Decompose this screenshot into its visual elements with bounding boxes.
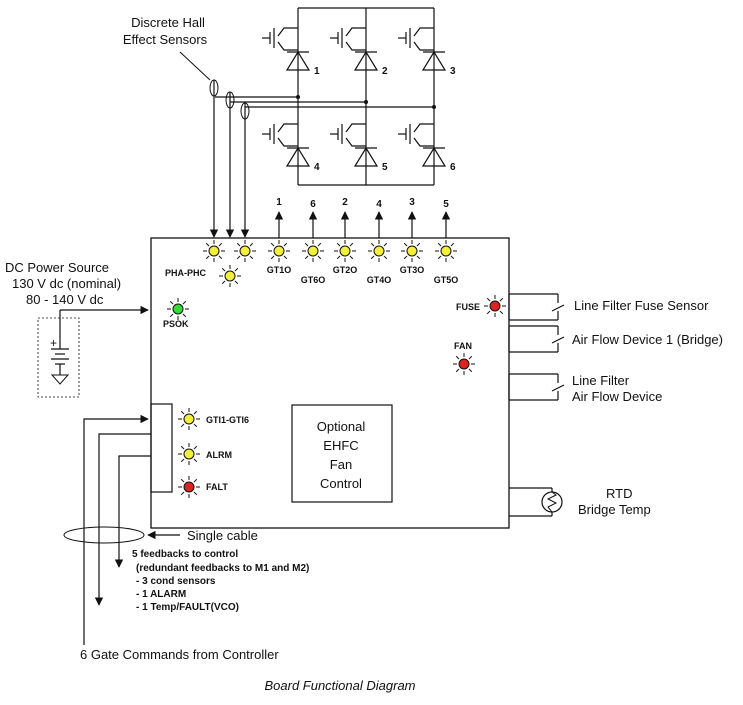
feedbacks-line3: - 3 cond sensors — [136, 576, 216, 587]
igbt-switch-5-icon: 5 — [330, 123, 388, 173]
led-fuse-icon — [484, 295, 506, 317]
psok-label: PSOK — [163, 319, 189, 329]
feedbacks-line4: - 1 ALARM — [136, 589, 186, 600]
battery-icon: + — [50, 305, 149, 385]
dc-source-line1: DC Power Source — [5, 260, 109, 275]
alrm-label: ALRM — [206, 450, 232, 460]
igbt-switches: 1 2 3 4 5 6 — [262, 27, 456, 173]
hall-leds — [203, 240, 256, 287]
inverter-bridge — [215, 7, 436, 186]
feedbacks-line1: 5 feedbacks to control — [132, 549, 238, 560]
controller-connector — [150, 403, 173, 493]
switch-number: 1 — [314, 66, 320, 77]
rtd-label-1: RTD — [606, 486, 632, 501]
igbt-switch-2-icon: 2 — [330, 27, 388, 77]
feedbacks-line2: (redundant feedbacks to M1 and M2) — [136, 563, 309, 574]
gate-commands-label: 6 Gate Commands from Controller — [80, 647, 279, 662]
led-hall-b-icon — [219, 265, 241, 287]
falt-label: FALT — [206, 482, 228, 492]
led-falt-icon — [178, 476, 200, 498]
led-label-gt6o: GT6O — [301, 275, 326, 285]
led-gt6o-icon — [302, 240, 324, 262]
gate-output-number: 3 — [409, 197, 415, 208]
gate-output-number: 1 — [276, 197, 282, 208]
airflow1-label: Air Flow Device 1 (Bridge) — [572, 332, 723, 347]
led-label-gt2o: GT2O — [333, 265, 358, 275]
dc-source-line2: 130 V dc (nominal) — [12, 276, 121, 291]
hall-label-leader — [179, 51, 211, 81]
igbt-switch-1-icon: 1 — [262, 27, 320, 77]
switch-number: 4 — [314, 162, 320, 173]
igbt-switch-3-icon: 3 — [398, 27, 456, 77]
airflow2-label-1: Line Filter — [572, 373, 630, 388]
right-sensors — [508, 293, 565, 517]
igbt-switch-4-icon: 4 — [262, 123, 320, 173]
led-gt5o-icon — [435, 240, 457, 262]
feedbacks-line5: - 1 Temp/FAULT(VCO) — [136, 602, 239, 613]
fuse-sensor-label: Line Filter Fuse Sensor — [574, 298, 709, 313]
switch-number: 6 — [450, 162, 456, 173]
hall-sensors-label-line2: Effect Sensors — [123, 32, 208, 47]
optional-label-1: Optional — [317, 419, 366, 434]
gate-output-number: 4 — [376, 199, 382, 210]
hall-sensors — [209, 79, 250, 238]
gate-output-number: 2 — [342, 197, 348, 208]
diagram-caption: Board Functional Diagram — [264, 678, 415, 693]
gate-output-number: 6 — [310, 199, 316, 210]
optional-ehfc-box — [291, 404, 393, 503]
top-led-row: GT1O GT6O GT2O GT4O GT3O GT5O — [267, 240, 459, 285]
igbt-switch-6-icon: 6 — [398, 123, 456, 173]
dc-source-box — [37, 317, 80, 398]
led-psok-icon — [167, 298, 189, 320]
gti-label: GTI1-GTI6 — [206, 415, 249, 425]
optional-label-2: EHFC — [323, 438, 358, 453]
led-hall-c-icon — [234, 240, 256, 262]
optional-label-4: Control — [320, 476, 362, 491]
led-gt4o-icon — [368, 240, 390, 262]
led-label-gt3o: GT3O — [400, 265, 425, 275]
led-fan-icon — [453, 353, 475, 375]
pha-phc-label: PHA-PHC — [165, 268, 207, 278]
fuse-label: FUSE — [456, 302, 480, 312]
fan-label: FAN — [454, 341, 472, 351]
dc-source-line3: 80 - 140 V dc — [26, 292, 104, 307]
gate-outputs: 1 6 2 4 3 5 — [274, 197, 451, 238]
led-alrm-icon — [178, 443, 200, 465]
switch-number: 5 — [382, 162, 388, 173]
airflow2-label-2: Air Flow Device — [572, 389, 662, 404]
led-label-gt1o: GT1O — [267, 265, 292, 275]
rtd-label-2: Bridge Temp — [578, 502, 651, 517]
svg-text:+: + — [50, 336, 57, 350]
optional-label-3: Fan — [330, 457, 352, 472]
led-label-gt4o: GT4O — [367, 275, 392, 285]
controller-cable — [63, 414, 180, 645]
led-hall-a-icon — [203, 240, 225, 262]
led-gt1o-icon — [268, 240, 290, 262]
rtd-icon — [541, 491, 563, 513]
led-gt3o-icon — [401, 240, 423, 262]
single-cable-label: Single cable — [187, 528, 258, 543]
led-label-gt5o: GT5O — [434, 275, 459, 285]
hall-sensors-label-line1: Discrete Hall — [131, 15, 205, 30]
switch-number: 3 — [450, 66, 456, 77]
gate-output-number: 5 — [443, 199, 449, 210]
led-gti-icon — [178, 408, 200, 430]
led-gt2o-icon — [334, 240, 356, 262]
switch-number: 2 — [382, 66, 388, 77]
single-cable-ring — [63, 526, 145, 544]
